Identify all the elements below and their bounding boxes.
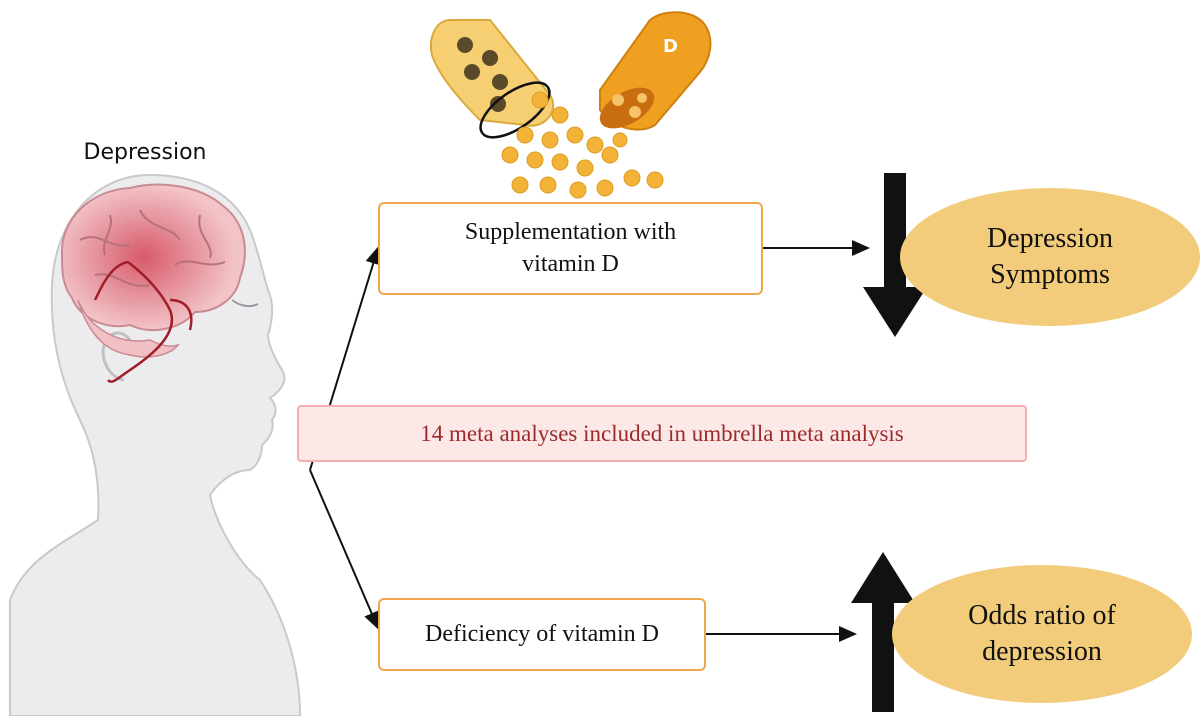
odds-ratio-oval: Odds ratio of depression <box>892 565 1192 703</box>
down-arrow-icon <box>863 173 927 337</box>
meta-analyses-box: 14 meta analyses included in umbrella me… <box>297 405 1027 462</box>
arrow-to-deficiency <box>309 469 380 630</box>
depression-label: Depression <box>83 140 207 165</box>
brain-icon <box>60 183 246 383</box>
up-arrow-icon <box>851 552 915 712</box>
symptoms-line-2: Symptoms <box>990 259 1110 290</box>
odds-line-2: depression <box>982 636 1102 667</box>
deficiency-text: Deficiency of vitamin D <box>425 620 659 647</box>
symptoms-line-1: Depression <box>987 222 1113 254</box>
meta-analyses-text: 14 meta analyses included in umbrella me… <box>420 420 904 446</box>
odds-line-1: Odds ratio of <box>968 599 1116 631</box>
supplementation-line-1: Supplementation with <box>464 219 677 246</box>
deficiency-box: Deficiency of vitamin D <box>378 598 706 671</box>
supplementation-box: Supplementation with vitamin D <box>378 202 763 295</box>
supplementation-line-2: vitamin D <box>522 250 619 277</box>
depression-symptoms-oval: Depression Symptoms <box>900 188 1200 326</box>
vitamin-d-capsule-icon <box>430 11 712 199</box>
